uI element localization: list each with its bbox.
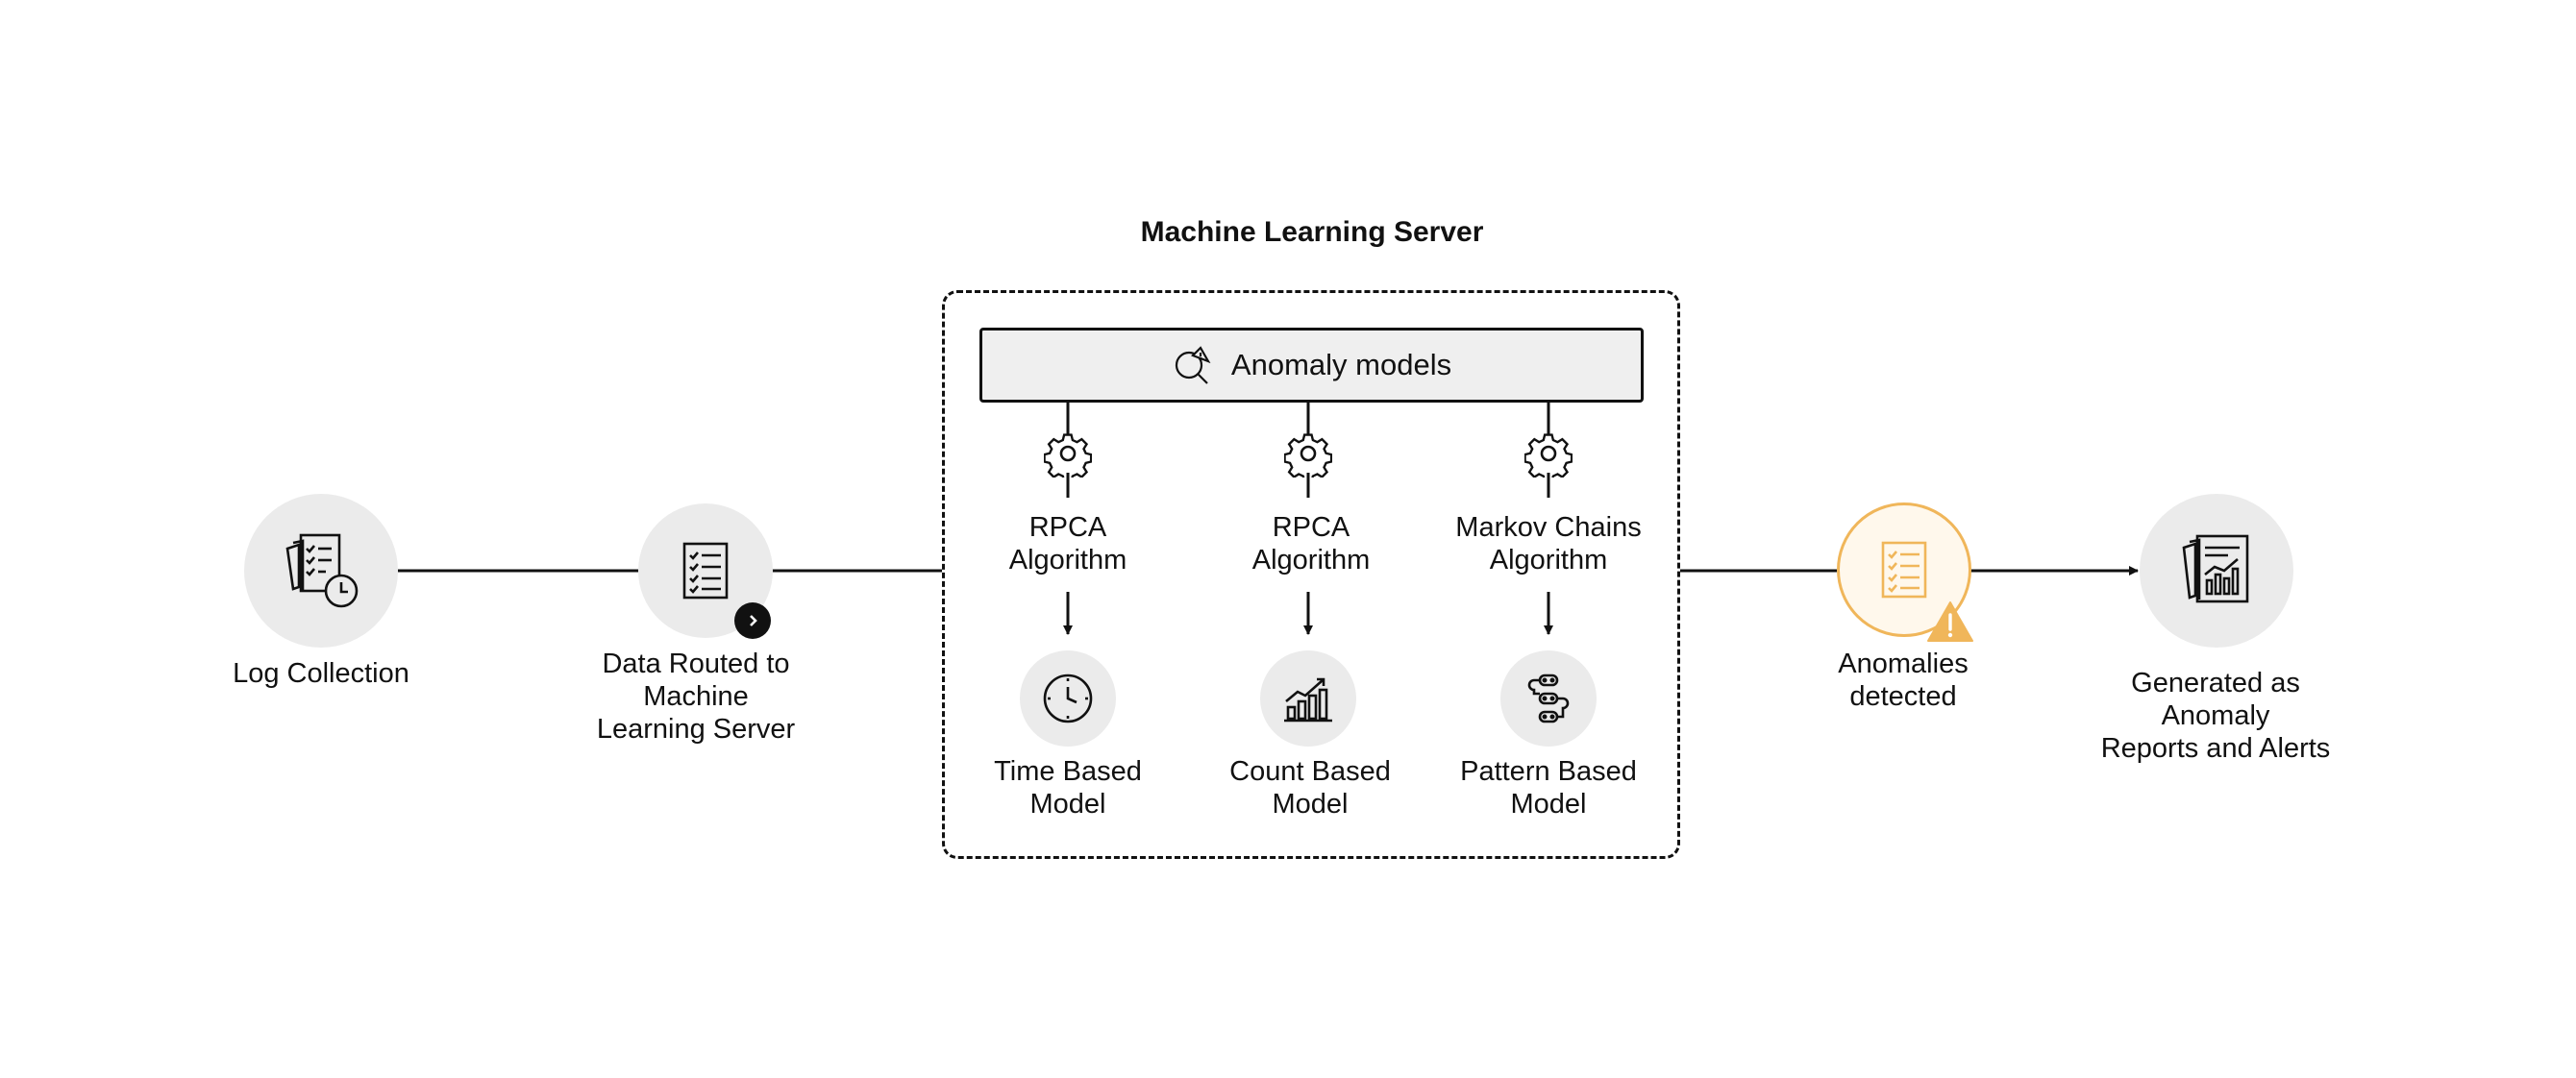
anomaly-models-bar: Anomaly models	[979, 328, 1644, 403]
gear-icon	[1524, 433, 1573, 478]
warning-icon	[1927, 601, 1973, 642]
log-collection-label: Log Collection	[233, 658, 409, 689]
time-model-circle	[1020, 650, 1116, 747]
checklist-icon	[1881, 541, 1927, 599]
bar-chart-trend-icon	[1284, 677, 1332, 723]
log-documents-clock-icon	[285, 533, 359, 608]
checklist-icon	[682, 542, 729, 600]
ml-server-box	[942, 290, 1680, 859]
server-title: Machine Learning Server	[1140, 216, 1484, 248]
reports-alerts-circle	[2140, 494, 2293, 648]
chevron-right-icon	[734, 602, 771, 639]
clock-icon	[1043, 674, 1093, 723]
log-collection-circle	[244, 494, 398, 648]
anomaly-models-label: Anomaly models	[1230, 348, 1452, 381]
gear-icon	[1044, 433, 1092, 478]
count-model-circle	[1260, 650, 1356, 747]
pattern-model-circle	[1500, 650, 1597, 747]
pattern-path-icon	[1527, 674, 1570, 723]
gear-icon	[1284, 433, 1332, 478]
report-chart-icon	[2182, 534, 2249, 603]
anomaly-search-icon	[1175, 346, 1211, 384]
